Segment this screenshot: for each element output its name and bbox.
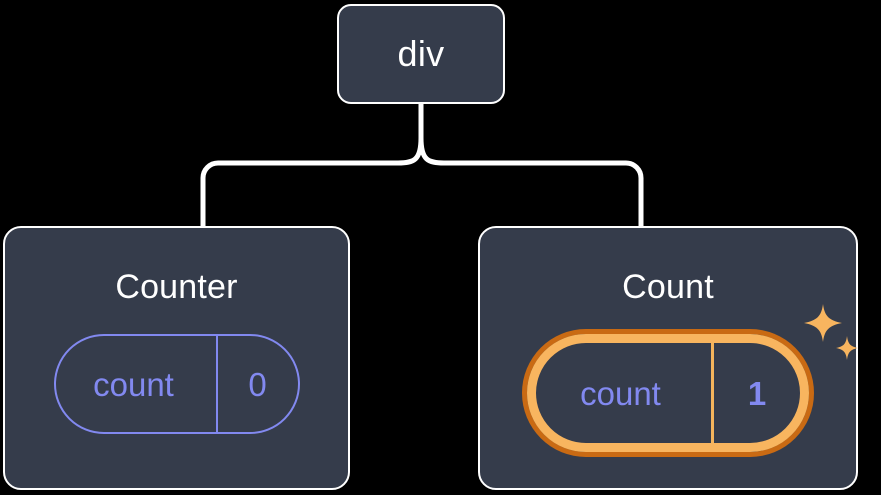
sparkle-large-icon [804,304,842,342]
node-count[interactable]: Count count 1 [478,226,858,490]
sparkle-small-icon [836,336,858,360]
state-value-counter: 0 [215,336,298,432]
state-pill-counter[interactable]: count 0 [53,334,300,434]
connector-branch-right [418,135,644,229]
node-count-title: Count [622,268,714,306]
sparkles-group [801,302,861,372]
node-counter[interactable]: Counter count 0 [3,226,350,490]
state-pill-count[interactable]: count 1 [527,334,809,452]
node-div-label: div [397,33,445,74]
state-pill-counter-wrap: count 0 [53,334,300,434]
state-value-count: 1 [711,343,800,443]
state-pill-count-wrap: count 1 [527,304,858,452]
node-div[interactable]: div [337,4,505,104]
node-counter-title: Counter [115,268,238,306]
state-key-counter: count [93,365,174,403]
state-key-count: count [580,374,661,412]
connector-branch-left [200,135,424,229]
